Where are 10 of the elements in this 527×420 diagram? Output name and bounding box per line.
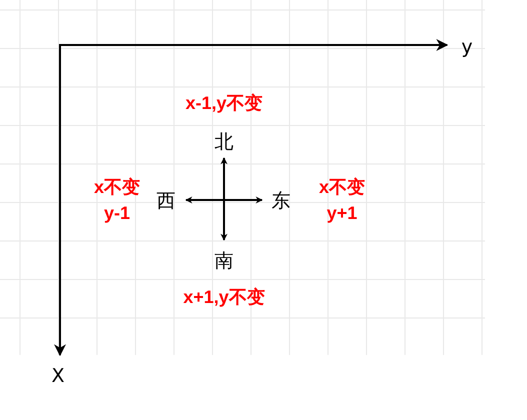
direction-label: 东 <box>272 189 290 214</box>
axis-label: y <box>461 36 473 58</box>
axis-label: X <box>51 365 65 387</box>
direction-label: 南 <box>214 249 234 274</box>
coordinate-note: x+1,y不变 <box>183 286 265 309</box>
coordinate-note: x-1,y不变 <box>185 92 263 115</box>
direction-label: 西 <box>156 189 176 214</box>
direction-label: 北 <box>214 130 234 155</box>
coordinate-note: x不变 y+1 <box>318 176 366 225</box>
coordinate-note: x不变 y-1 <box>92 176 141 225</box>
